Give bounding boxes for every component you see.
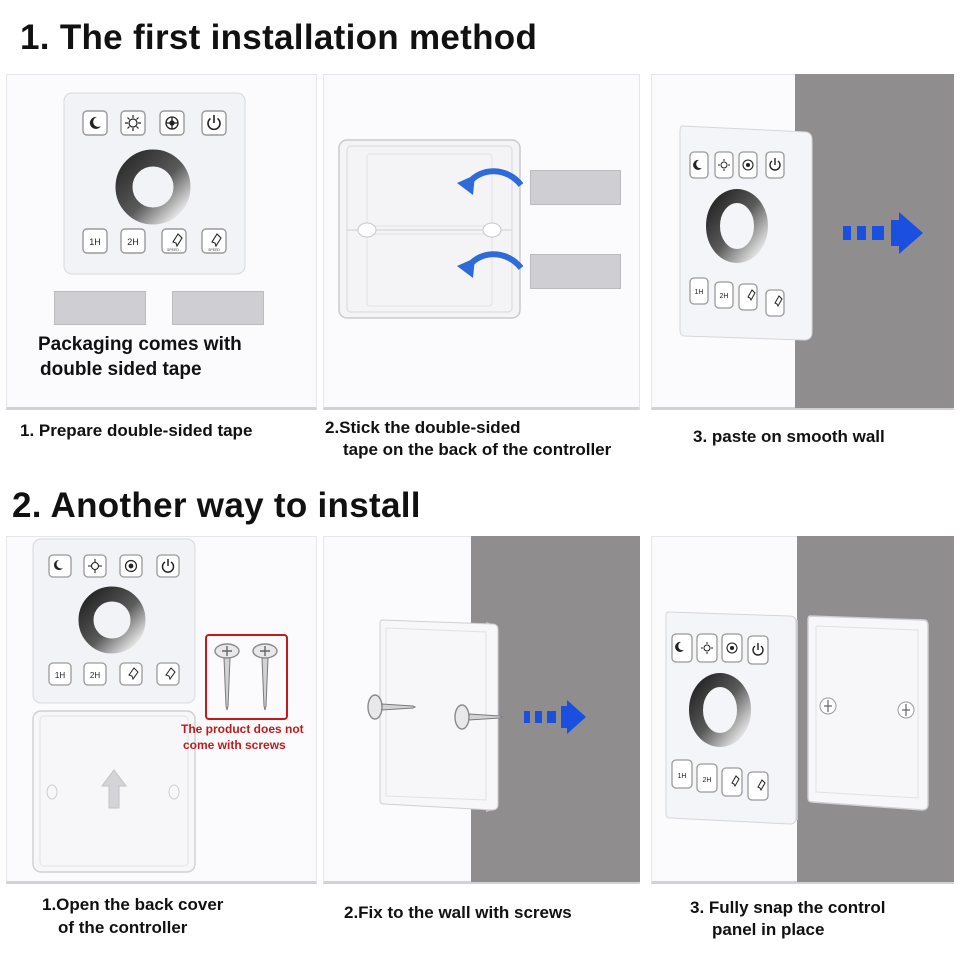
speed-plus-label: SPEED: [208, 248, 220, 252]
step4-caption-line1: 1.Open the back cover: [42, 895, 224, 914]
timer-2h-label: 2H: [90, 671, 100, 680]
power-icon: [161, 559, 175, 573]
screw-icon: [252, 643, 278, 711]
speed-icon: [211, 233, 222, 248]
color-wheel-icon: [742, 159, 754, 171]
color-wheel-icon: [726, 642, 738, 654]
screw-icon: [214, 643, 240, 711]
section2-title: 2. Another way to install: [12, 486, 421, 525]
controller-front-view: 1H 2H: [32, 538, 196, 704]
tape-strip: [172, 291, 264, 325]
bottom-buttons: [82, 228, 227, 254]
wall: [471, 536, 640, 882]
tape-strip: [54, 291, 146, 325]
timer-2h-label: 2H: [703, 777, 712, 784]
step3-caption: 3. paste on smooth wall: [693, 427, 885, 446]
moon-icon: [675, 641, 684, 652]
step6-caption-line2: panel in place: [712, 920, 825, 939]
power-icon: [752, 643, 764, 656]
rocket-icon: [128, 667, 139, 681]
right-arrow-icon: [524, 700, 586, 734]
speed-icon: [774, 295, 783, 308]
tape-strip: [530, 170, 621, 205]
step5-caption: 2.Fix to the wall with screws: [344, 903, 572, 922]
step2-caption-line1: 2.Stick the double-sided: [325, 418, 521, 437]
up-arrow-icon: [101, 769, 127, 809]
right-arrow-icon: [843, 212, 923, 254]
timer-2h-label: 2H: [127, 237, 139, 247]
speed-icon: [165, 667, 176, 681]
wall: [795, 74, 954, 408]
screw-note-line1: The product does not: [181, 722, 304, 736]
controller-side-view: 1H 2H: [665, 611, 798, 825]
timer-1h-label: 1H: [695, 289, 704, 296]
power-icon: [769, 158, 781, 171]
step2-caption-line2: tape on the back of the controller: [343, 440, 612, 459]
timer-1h-label: 1H: [89, 237, 101, 247]
step1-caption: 1. Prepare double-sided tape: [20, 421, 253, 440]
touch-ring: [689, 673, 751, 747]
touch-ring: [706, 189, 768, 263]
power-icon: [207, 115, 221, 131]
moon-icon: [89, 116, 101, 129]
brightness-icon: [125, 115, 141, 131]
color-wheel-icon: [165, 116, 179, 130]
screw-note-line2: come with screws: [183, 738, 286, 752]
rocket-icon: [731, 775, 740, 788]
color-wheel-icon: [124, 559, 138, 573]
rocket-icon: [747, 289, 756, 302]
curved-arrow-icon: [457, 168, 524, 195]
controller-back-view: [338, 139, 521, 319]
timer-2h-label: 2H: [720, 293, 729, 300]
moon-icon: [693, 159, 702, 170]
controller-front-view: 1H 2H SPEED - SPEED: [63, 92, 246, 275]
back-cover-side-view: [379, 619, 499, 812]
packaging-note-line2: double sided tape: [40, 359, 202, 380]
rocket-icon: [172, 233, 183, 248]
curved-arrow-icon: [457, 251, 524, 278]
brightness-icon: [718, 159, 730, 171]
moon-icon: [54, 560, 63, 570]
brightness-icon: [701, 642, 713, 654]
screw-icon: [367, 694, 417, 720]
back-cover-on-wall: [807, 615, 929, 811]
speed-icon: [757, 779, 766, 792]
touch-ring: [115, 149, 191, 225]
section1-title: 1. The first installation method: [20, 18, 538, 57]
controller-side-view: 1H 2H: [679, 125, 813, 341]
packaging-note-line1: Packaging comes with: [38, 334, 242, 355]
speed-minus-label: SPEED -: [167, 248, 182, 252]
timer-1h-label: 1H: [678, 773, 687, 780]
tape-strip: [530, 254, 621, 289]
screw-icon: [454, 704, 504, 730]
brightness-icon: [88, 559, 102, 573]
touch-ring: [78, 586, 146, 654]
timer-1h-label: 1H: [55, 671, 65, 680]
step4-caption-line2: of the controller: [58, 918, 188, 937]
step6-caption-line1: 3. Fully snap the control: [690, 898, 886, 917]
screw-note-box: [205, 634, 288, 720]
controller-back-cover: [32, 710, 196, 873]
